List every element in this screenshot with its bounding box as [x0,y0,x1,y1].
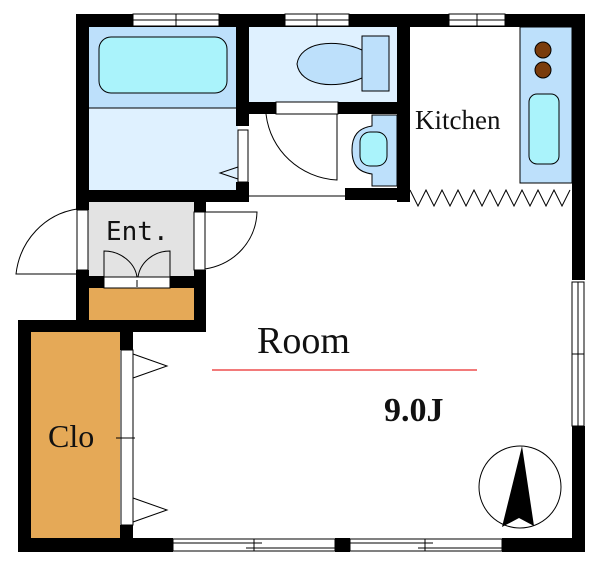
room-size-label: 9.0J [384,392,444,429]
bathtub [98,36,228,94]
closet-label: Clo [48,418,94,454]
door-swing-shoe-cabinet [103,250,171,278]
window-toilet [284,13,350,27]
window-kitchen [448,13,506,27]
door-swing-entrance-left [15,208,78,275]
room-label: Room [257,320,350,362]
washbasin-icon [351,114,398,187]
door-marker-closet-top [132,353,169,379]
closet-floor [30,332,120,538]
entrance-floor [88,202,194,278]
door-marker-closet-bottom [132,497,169,523]
door-swing-entrance-right [204,211,258,270]
north-arrow-icon [478,445,562,529]
door-swing-washroom [265,113,338,181]
window-bath [132,13,220,27]
window-bottom-right [349,538,503,552]
kitchen-sink [528,93,560,165]
stove-burner-icon [534,41,552,59]
entrance-label: Ent. [106,217,169,247]
stove-burner-icon [534,61,552,79]
door-marker-bath [218,166,239,180]
window-right [571,281,585,427]
kitchen-label: Kitchen [415,105,501,135]
window-bottom-left [172,538,336,552]
toilet-icon [296,35,390,92]
shoe-cabinet [88,288,194,320]
accordion-partition [409,188,571,208]
